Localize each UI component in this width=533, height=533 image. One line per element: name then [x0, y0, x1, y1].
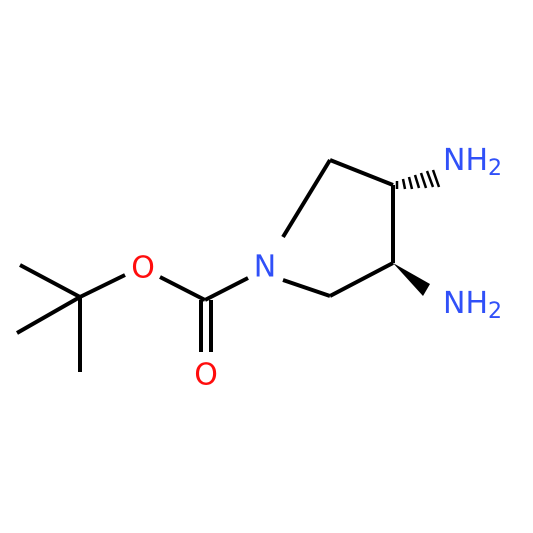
- bond-ester-oxygen-to-carbonyl: [159, 275, 206, 302]
- amine-top-subscript: 2: [488, 156, 502, 181]
- ester-oxygen-label: O: [131, 251, 155, 286]
- bond-tbu-methyl-top: [19, 263, 81, 299]
- bond-ring-c4-to-c5: [329, 261, 394, 298]
- bond-carbonyl-to-nitrogen: [204, 276, 249, 302]
- amine-top-symbol: NH: [443, 143, 488, 178]
- hashed-wedge-bond: [395, 169, 441, 190]
- ring-nitrogen-label: N: [254, 250, 276, 285]
- solid-wedge-bond: [393, 263, 430, 296]
- amine-bottom-subscript: 2: [488, 299, 502, 324]
- amine-bottom-symbol: NH: [443, 286, 488, 321]
- bond-ring-c5-to-n: [282, 278, 331, 298]
- carbonyl-oxygen-label: O: [194, 358, 218, 393]
- bond-tbu-to-ester-oxygen: [79, 273, 126, 299]
- bond-ring-n-to-c2: [281, 158, 332, 239]
- bond-ring-c2-to-c3: [329, 158, 394, 187]
- amine-top-label: NH2: [443, 143, 502, 181]
- amine-bottom-label: NH2: [443, 286, 502, 324]
- bond-tbu-methyl-left: [16, 295, 81, 335]
